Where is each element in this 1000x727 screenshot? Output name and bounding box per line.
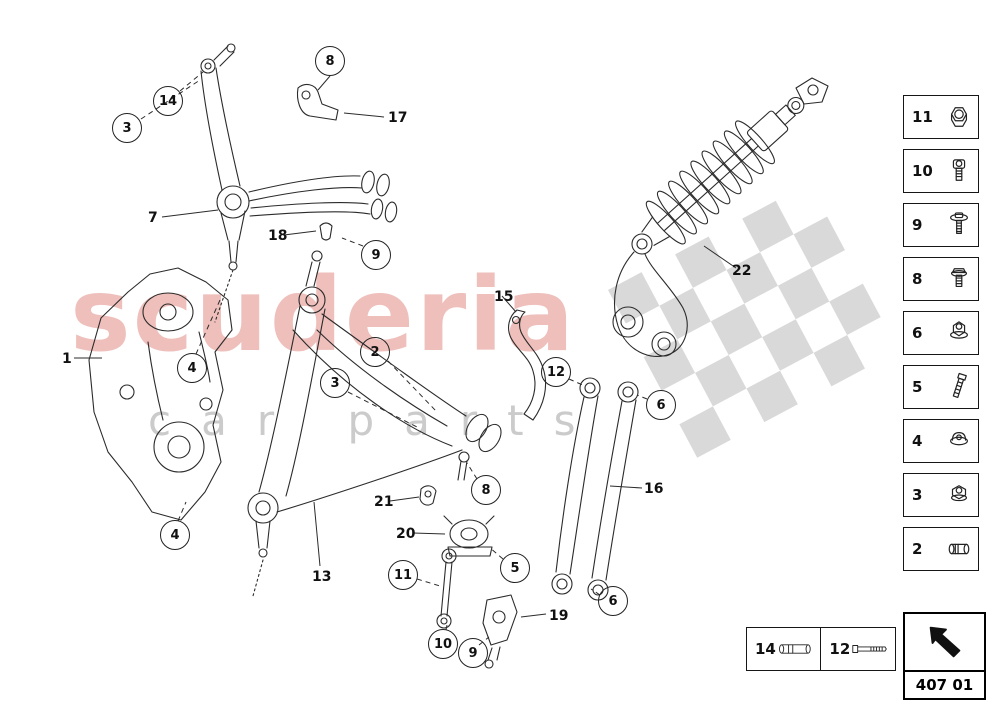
- sidebar-part-4[interactable]: 4: [903, 419, 979, 463]
- callout-9-bottom[interactable]: 9: [458, 638, 488, 668]
- long-bolt-icon: [852, 645, 888, 653]
- sidebar-part-8[interactable]: 8: [903, 257, 979, 301]
- part-code-box[interactable]: 407 01: [903, 612, 986, 700]
- callout-6-bottom[interactable]: 6: [598, 586, 628, 616]
- sleeve-pin-icon: [948, 543, 970, 555]
- sidebar-part-11[interactable]: 11: [903, 95, 979, 139]
- leader-lines-solid: [74, 75, 737, 618]
- fastener-sidebar: 11 10 9 8 6: [903, 95, 979, 571]
- callout-6-top[interactable]: 6: [646, 390, 676, 420]
- lock-nut-icon: [950, 485, 968, 502]
- leader-lines-dashed: [140, 71, 648, 646]
- small-parts-drawing: [419, 451, 518, 669]
- callout-8-mid[interactable]: 8: [471, 475, 501, 505]
- flange-nut-icon: [950, 321, 968, 339]
- part-number: 2: [912, 540, 923, 558]
- label-18: 18: [268, 228, 288, 244]
- bracket-17-drawing: [296, 83, 339, 121]
- upper-wishbone-drawing: [200, 43, 398, 323]
- callout-4-bottom[interactable]: 4: [160, 520, 190, 550]
- label-7: 7: [148, 210, 158, 226]
- toe-links-drawing: [551, 377, 639, 601]
- washer-screw-icon: [950, 212, 968, 234]
- shock-absorber-drawing: [612, 77, 829, 358]
- callout-5[interactable]: 5: [500, 553, 530, 583]
- socket-head-bolt-icon: [952, 159, 966, 181]
- knuckle-drawing: [88, 267, 233, 521]
- sidebar-part-6[interactable]: 6: [903, 311, 979, 355]
- bracket-15-drawing: [508, 309, 547, 421]
- label-16: 16: [644, 481, 664, 497]
- lower-wishbone-drawing: [247, 250, 502, 597]
- watermark-brand: scuderia: [70, 256, 577, 375]
- dowel-pin-icon: [778, 644, 811, 654]
- part-number: 4: [912, 432, 923, 450]
- part-number: 12: [829, 640, 851, 658]
- part-number: 11: [912, 108, 933, 126]
- callout-11[interactable]: 11: [388, 560, 418, 590]
- label-19: 19: [549, 608, 569, 624]
- sidebar-part-5[interactable]: 5: [903, 365, 979, 409]
- part-code: 407 01: [915, 676, 974, 694]
- part-number: 8: [912, 270, 923, 288]
- part-number: 3: [912, 486, 923, 504]
- sidebar-part-3[interactable]: 3: [903, 473, 979, 517]
- callout-4-mid[interactable]: 4: [177, 353, 207, 383]
- callout-2[interactable]: 2: [360, 337, 390, 367]
- hex-nut-icon: [950, 107, 968, 127]
- label-13: 13: [312, 569, 332, 585]
- dome-nut-icon: [950, 432, 968, 446]
- sidebar-part-2[interactable]: 2: [903, 527, 979, 571]
- part-number: 9: [912, 216, 923, 234]
- part-number: 14: [755, 640, 776, 658]
- arrow-area: [905, 614, 984, 672]
- sidebar-part-9[interactable]: 9: [903, 203, 979, 247]
- label-1: 1: [62, 351, 72, 367]
- bottom-part-12[interactable]: 12: [820, 627, 897, 671]
- label-21: 21: [374, 494, 394, 510]
- clip-18-drawing: [319, 222, 333, 241]
- hex-bolt-icon: [952, 372, 967, 398]
- sidebar-part-10[interactable]: 10: [903, 149, 979, 193]
- callout-10[interactable]: 10: [428, 629, 458, 659]
- label-22: 22: [732, 263, 752, 279]
- part-number: 6: [912, 324, 923, 342]
- callout-3-top[interactable]: 3: [112, 113, 142, 143]
- bottom-part-14[interactable]: 14: [746, 627, 822, 671]
- callout-8-top[interactable]: 8: [315, 46, 345, 76]
- part-number: 10: [912, 162, 933, 180]
- nw-arrow-icon: [929, 626, 960, 658]
- callout-9-top[interactable]: 9: [361, 240, 391, 270]
- callout-3-mid[interactable]: 3: [320, 368, 350, 398]
- part-number: 5: [912, 378, 923, 396]
- label-17: 17: [388, 110, 408, 126]
- bottom-fastener-row: 14 12: [746, 627, 897, 671]
- callout-12[interactable]: 12: [541, 357, 571, 387]
- label-20: 20: [396, 526, 416, 542]
- label-15: 15: [494, 289, 514, 305]
- callout-14[interactable]: 14: [153, 86, 183, 116]
- flange-bolt-icon: [950, 268, 968, 288]
